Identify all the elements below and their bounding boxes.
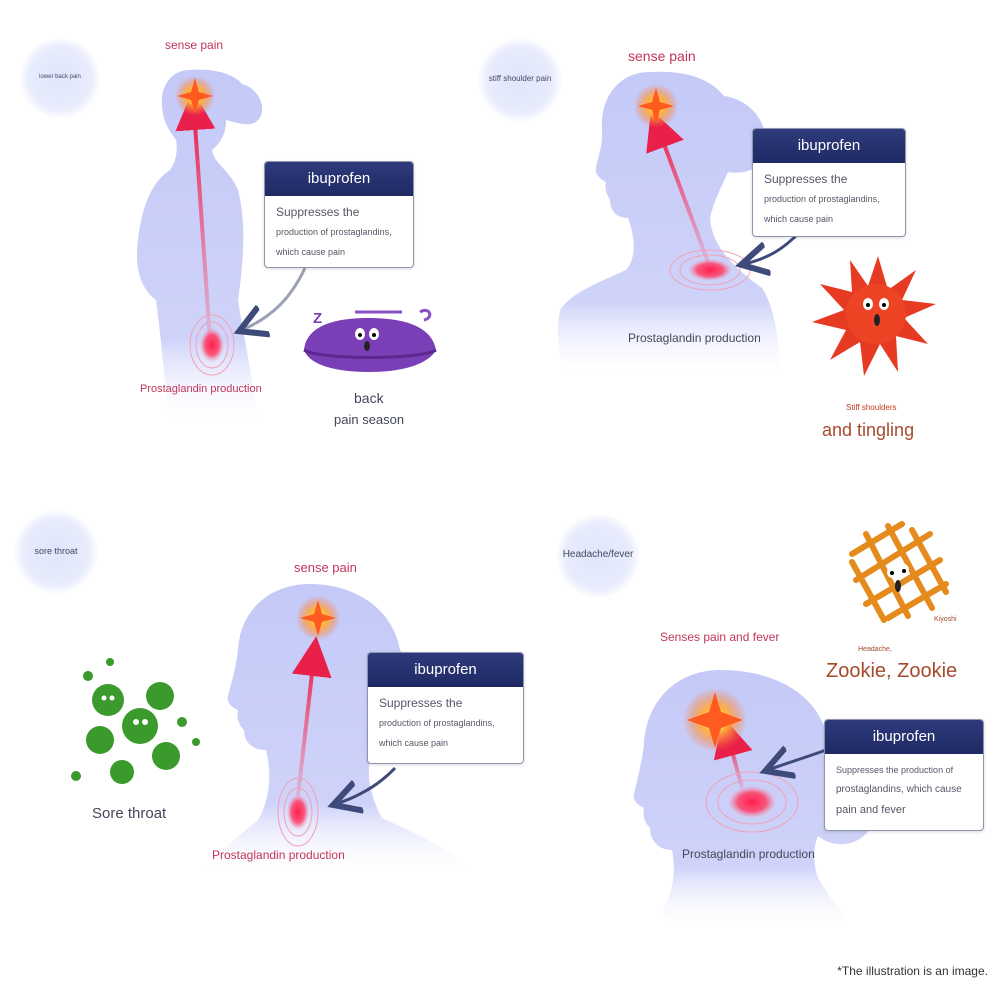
sense-pain-label: sense pain [628,48,696,64]
body-silhouette [136,69,263,431]
sore-throat-germs [71,658,200,784]
character-label: Sore throat [92,805,167,822]
card-line-2: prostaglandins, which cause [836,784,962,795]
prostaglandin-label: Prostaglandin production [628,331,761,345]
head-shoulder-silhouette [557,71,780,380]
head-neck-silhouette [196,584,476,878]
card-header: ibuprofen [368,653,523,687]
ibuprofen-card: ibuprofen Suppresses the production of p… [752,128,906,237]
ibuprofen-card: ibuprofen Suppresses the production of p… [824,719,984,831]
topic-label: lower back pain [39,74,81,80]
card-header: ibuprofen [265,162,413,196]
sleep-sound: Z [313,310,323,327]
card-line-1: Suppresses the [764,172,848,186]
headache-character [849,521,949,623]
topic-label: stiff shoulder pain [488,74,552,83]
character-label-2: Zookie, Zookie [826,660,958,682]
sense-pain-label: sense pain [165,38,224,52]
topic-bubble [478,38,562,122]
card-line-3: pain and fever [836,804,906,816]
headache-figure [633,521,949,932]
card-line-1: Suppresses the production of [836,765,954,775]
shoulder-figure [557,71,936,380]
panel-sore-throat: sore throat sense pain Prostaglandin pro… [0,500,524,940]
card-line-1: Suppresses the [379,696,463,710]
card-line-3: which cause pain [276,247,346,257]
back-pain-character [303,308,437,372]
sense-pain-label: Senses pain and fever [660,630,780,644]
card-line-3: which cause pain [379,738,449,748]
ibuprofen-card: ibuprofen Suppresses the production of p… [367,652,524,764]
prostaglandin-label: Prostaglandin production [140,383,262,395]
ibuprofen-card: ibuprofen Suppresses the production of p… [264,161,414,268]
panel-stiff-shoulder-pain: stiff shoulder pain sense pain Prostagla… [478,0,1000,480]
stiff-shoulder-character [812,256,936,376]
topic-bubble [14,510,98,594]
panel-lower-back-pain: lower back pain sense pain Prostaglandin… [0,0,500,480]
character-label-1: Headache, [858,646,892,653]
throat-figure [71,584,476,878]
footnote: *The illustration is an image. [837,964,988,978]
character-label-2: and tingling [822,420,915,440]
card-line-2: production of prostaglandins, [276,227,392,237]
topic-label: sore throat [34,546,78,556]
card-header: ibuprofen [753,129,905,163]
topic-bubble [20,38,100,118]
card-header: ibuprofen [825,720,983,754]
card-line-2: production of prostaglandins, [764,194,880,204]
card-line-2: production of prostaglandins, [379,718,495,728]
prostaglandin-label: Prostaglandin production [212,848,345,862]
character-label-1: back [354,390,384,406]
sense-pain-label: sense pain [294,560,357,575]
prostaglandin-label: Prostaglandin production [682,847,815,861]
lower-back-figure [136,69,437,431]
topic-label: Headache/fever [562,549,634,560]
character-label-2: pain season [334,412,405,427]
topic-bubble [556,514,640,598]
panel-headache-fever: Headache/fever Senses pain and fever Pro… [500,500,1000,940]
card-line-3: which cause pain [764,214,834,224]
card-line-1: Suppresses the [276,205,360,219]
character-small-label: Kiyoshi [934,616,957,623]
character-label-1: Stiff shoulders [846,403,897,412]
